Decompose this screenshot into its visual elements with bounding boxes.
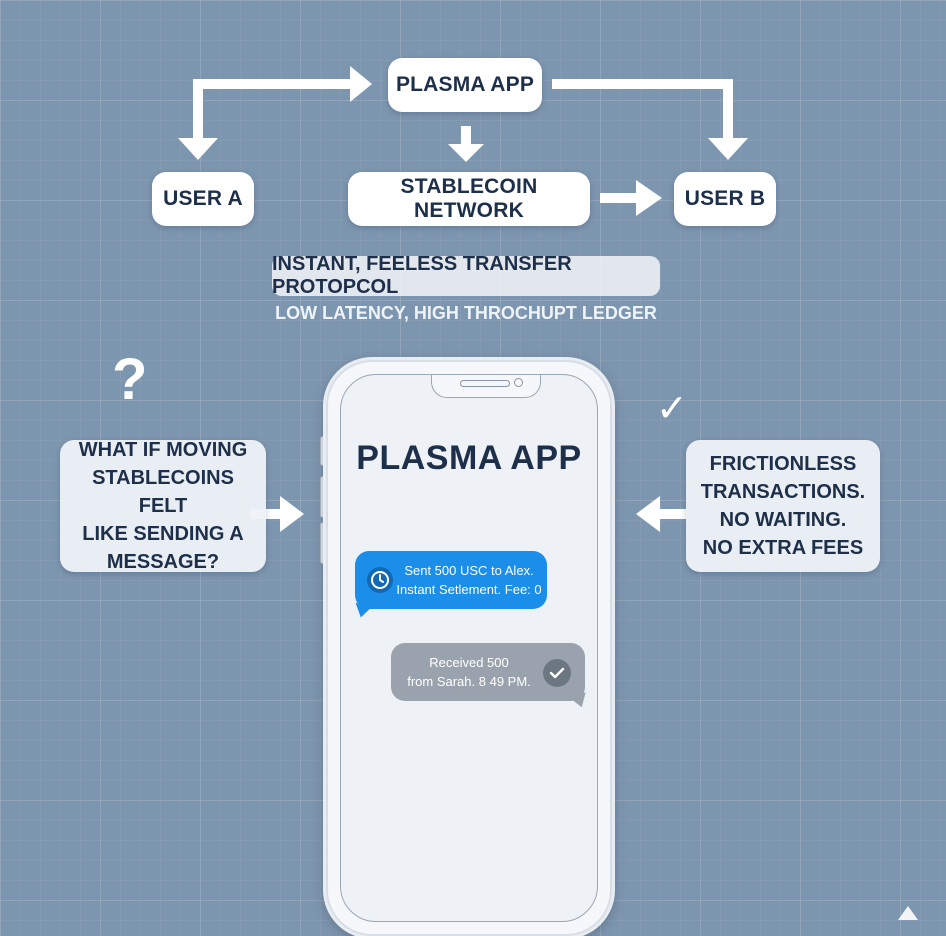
arrowhead-network-user-b — [636, 180, 662, 216]
user-b-label: USER B — [684, 187, 766, 210]
plasma-app-node: PLASMA APP — [388, 58, 542, 112]
benefits-note: FRICTIONLESS TRANSACTIONS. NO WAITING. N… — [686, 440, 880, 572]
question-line: MESSAGE? — [106, 551, 220, 573]
arrowhead-answer — [636, 496, 660, 532]
protocol-banner: INSTANT, FEELESS TRANSFER PROTOPCOL — [272, 253, 660, 298]
corner-triangle-icon — [898, 906, 918, 920]
arrowhead-question — [280, 496, 304, 532]
camera-icon — [514, 378, 523, 387]
sent-message-line: Instant Setlement. Fee: 0 — [396, 582, 542, 597]
question-line: LIKE SENDING A — [82, 523, 244, 545]
benefit-line: NO EXTRA FEES — [702, 537, 864, 559]
stablecoin-network-label: STABLECOIN NETWORK — [400, 175, 538, 222]
arrowhead-network — [448, 144, 484, 162]
question-line: WHAT IF MOVING — [78, 439, 248, 461]
received-message-line: Received 500 — [429, 655, 509, 670]
user-a-label: USER A — [163, 187, 243, 210]
sent-message-line: Sent 500 USC to Alex. — [404, 563, 534, 578]
benefit-line: NO WAITING. — [719, 509, 847, 531]
ledger-caption: LOW LATENCY, HIGH THROCHUPT LEDGER — [275, 303, 657, 323]
sent-message-bubble[interactable]: Sent 500 USC to Alex. Instant Setlement.… — [351, 551, 547, 620]
speaker-grille — [460, 380, 510, 387]
question-mark-icon: ? — [112, 347, 148, 412]
user-b-node: USER B — [674, 172, 776, 226]
arrow-app-to-user-a — [193, 79, 360, 140]
checkmark-icon: ✓ — [656, 388, 688, 430]
checkmark-icon — [543, 659, 571, 687]
question-line: STABLECOINS FELT — [92, 467, 234, 517]
user-a-node: USER A — [152, 172, 254, 226]
stablecoin-network-node: STABLECOIN NETWORK — [348, 172, 590, 226]
received-message-bubble[interactable]: Received 500 from Sarah. 8 49 PM. — [391, 643, 591, 710]
plasma-app-node-label: PLASMA APP — [395, 73, 535, 96]
question-note: WHAT IF MOVING STABLECOINS FELT LIKE SEN… — [60, 439, 266, 573]
phone-app-title: PLASMA APP — [356, 439, 582, 477]
benefit-line: TRANSACTIONS. — [700, 481, 866, 503]
arrow-app-to-user-b — [552, 79, 733, 140]
arrowhead-user-a — [178, 138, 218, 160]
phone-screen: PLASMA APP Sent 500 USC to Alex. Instant… — [340, 374, 598, 922]
phone-mockup: PLASMA APP Sent 500 USC to Alex. Instant… — [326, 360, 612, 936]
arrowhead-left-top — [350, 66, 372, 102]
benefit-line: FRICTIONLESS — [709, 453, 857, 475]
clock-icon — [367, 567, 393, 593]
protocol-label: INSTANT, FEELESS TRANSFER PROTOPCOL — [272, 253, 572, 298]
received-message-line: from Sarah. 8 49 PM. — [407, 674, 531, 689]
received-bubble-tail — [571, 692, 591, 710]
arrowhead-user-b — [708, 138, 748, 160]
sent-bubble-tail — [351, 602, 371, 620]
phone-notch — [431, 375, 541, 398]
